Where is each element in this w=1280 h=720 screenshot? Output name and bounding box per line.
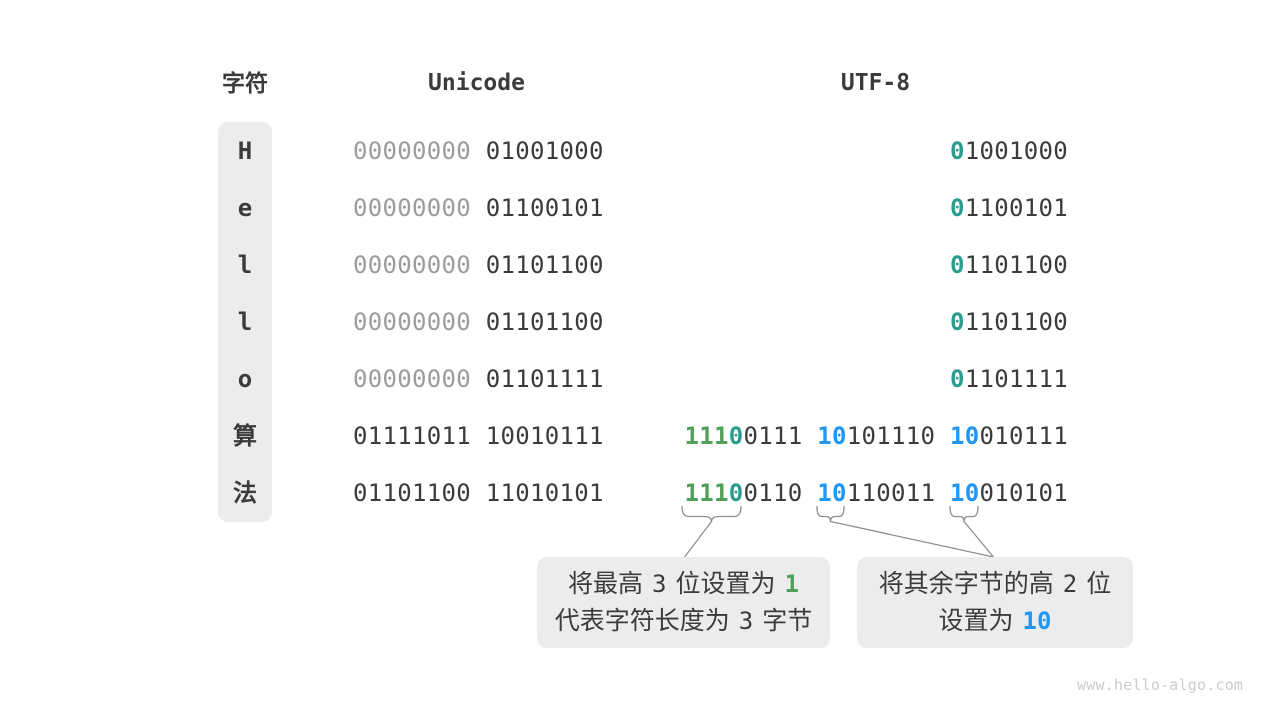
binary-segment-blue: 10: [817, 421, 847, 450]
annotation-segment: 位: [1086, 569, 1112, 598]
annotation-line: 将最高 3 位设置为 1: [537, 566, 830, 603]
binary-segment-gray: 00000000: [353, 250, 486, 279]
annotation-segment: 3: [652, 569, 667, 598]
row-character-label: l: [237, 307, 253, 336]
binary-segment-dark: 010101: [979, 478, 1068, 507]
utf8-binary-value: 01101111: [683, 351, 1068, 408]
annotation-segment: 位设置为: [675, 569, 776, 598]
utf8-binary-value: 01001000: [683, 123, 1068, 180]
binary-segment-green: 111: [684, 421, 729, 450]
watermark: www.hello-algo.com: [1077, 676, 1244, 694]
binary-segment-dark: 010111: [979, 421, 1068, 450]
binary-segment-teal: 0: [950, 136, 965, 165]
row-character-label: l: [237, 250, 253, 279]
binary-segment-gray: 00000000: [353, 307, 486, 336]
annotation-segment: 代表字符长度为: [554, 606, 730, 635]
binary-segment-gray: 00000000: [353, 364, 486, 393]
binary-segment-dark: 0111: [743, 421, 818, 450]
connector-line-continuation-byte-2: [829, 520, 995, 558]
binary-segment-dark: 1101100: [964, 307, 1068, 336]
column-header-utf8: UTF-8: [840, 70, 911, 96]
unicode-binary-value: 00000000 01001000: [353, 123, 603, 180]
binary-segment-dark: 1001000: [964, 136, 1068, 165]
row-character-label: 法: [233, 478, 257, 507]
binary-segment-teal: 0: [728, 421, 744, 450]
unicode-binary-value: 00000000 01100101: [353, 180, 603, 237]
row-character-label: e: [237, 193, 253, 222]
row-character-label: 算: [233, 421, 257, 450]
character-column-background: [218, 122, 272, 522]
utf8-binary-value: 01100101: [683, 180, 1068, 237]
binary-segment-dark: 11010101: [485, 478, 604, 507]
annotation-segment: 字节: [762, 606, 813, 635]
utf8-binary-value: 01101100: [683, 237, 1068, 294]
binary-segment-green: 111: [684, 478, 729, 507]
binary-segment-dark: 0110: [743, 478, 818, 507]
connector-line-leading-bits: [684, 520, 713, 558]
binary-segment-teal: 0: [950, 250, 965, 279]
binary-segment-dark: 110011: [846, 478, 950, 507]
utf8-binary-value: 01101100: [683, 294, 1068, 351]
binary-segment-dark: 01111011: [353, 421, 486, 450]
binary-segment-blue: 10: [817, 478, 847, 507]
annotation-segment: 10: [1022, 606, 1052, 635]
annotation-segment: 将最高: [568, 569, 644, 598]
binary-segment-blue: 10: [950, 421, 980, 450]
annotation-segment: 1: [784, 569, 799, 598]
column-header-character: 字符: [222, 70, 268, 96]
binary-segment-dark: 1101100: [964, 250, 1068, 279]
binary-segment-dark: 01101111: [485, 364, 604, 393]
annotation-segment: 2: [1062, 569, 1078, 598]
binary-segment-blue: 10: [950, 478, 980, 507]
unicode-binary-value: 00000000 01101100: [353, 294, 603, 351]
binary-segment-dark: 10010111: [485, 421, 604, 450]
binary-segment-dark: 1101111: [964, 364, 1068, 393]
annotation-segment: 设置为: [938, 606, 1014, 635]
utf8-binary-value: 11100111 10101110 10010111: [683, 408, 1068, 465]
binary-segment-gray: 00000000: [353, 193, 486, 222]
utf8-binary-value: 11100110 10110011 10010101: [683, 465, 1068, 522]
row-character-label: H: [237, 136, 253, 165]
binary-segment-dark: 101110: [846, 421, 950, 450]
annotation-leading-byte: 将最高 3 位设置为 1 代表字符长度为 3 字节: [537, 557, 830, 648]
unicode-binary-value: 00000000 01101100: [353, 237, 603, 294]
binary-segment-dark: 01101100: [485, 250, 604, 279]
row-character-label: o: [237, 364, 253, 393]
binary-segment-dark: 01001000: [485, 136, 604, 165]
binary-segment-dark: 01101100: [485, 307, 604, 336]
binary-segment-gray: 00000000: [353, 136, 486, 165]
unicode-binary-value: 01111011 10010111: [353, 408, 603, 465]
binary-segment-dark: 1100101: [964, 193, 1068, 222]
column-header-unicode: Unicode: [428, 70, 525, 96]
binary-segment-dark: 01100101: [485, 193, 604, 222]
binary-segment-teal: 0: [728, 478, 744, 507]
annotation-segment: 将其余字节的高: [878, 569, 1054, 598]
annotation-line: 设置为 10: [857, 603, 1133, 640]
unicode-binary-value: 01101100 11010101: [353, 465, 603, 522]
binary-segment-teal: 0: [950, 307, 965, 336]
binary-segment-teal: 0: [950, 193, 965, 222]
binary-segment-dark: 01101100: [353, 478, 486, 507]
unicode-binary-value: 00000000 01101111: [353, 351, 603, 408]
connector-line-continuation-byte-3: [963, 520, 995, 558]
binary-segment-teal: 0: [950, 364, 965, 393]
annotation-segment: 3: [738, 606, 754, 635]
annotation-line: 代表字符长度为 3 字节: [537, 603, 830, 640]
